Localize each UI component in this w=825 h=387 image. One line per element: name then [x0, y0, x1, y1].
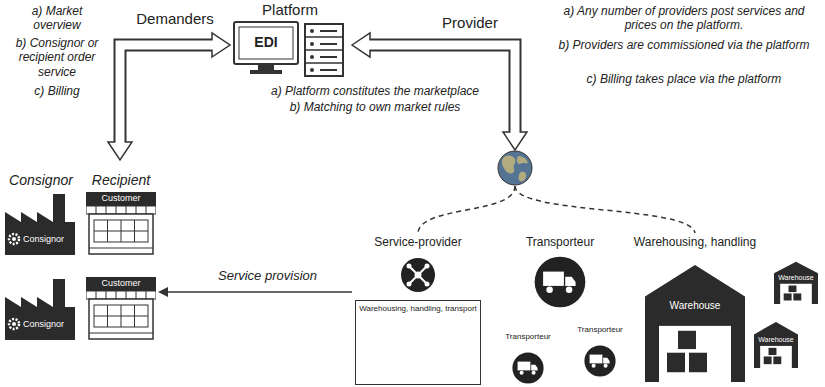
factory-icon	[5, 279, 75, 340]
service-provider-group: Service-providerWarehousing, handling, t…	[352, 236, 484, 386]
warehouse-icon	[774, 262, 818, 304]
node-text: Transporteur	[570, 325, 630, 334]
node-heading: Recipient	[84, 172, 158, 188]
note-text: c) Billing takes place via the platform	[548, 72, 820, 86]
recipient-shop: RecipientCustomer	[84, 172, 158, 257]
node-text: Customer	[86, 278, 156, 288]
arrow-head	[158, 287, 168, 297]
note-text: c) Billing	[8, 84, 106, 98]
globe-icon	[498, 151, 532, 185]
warehouse-icon: Warehouse	[752, 318, 800, 370]
factory-icon	[5, 194, 75, 255]
node-text: Consignor	[23, 319, 75, 329]
node-text: Warehouse	[362, 336, 410, 344]
dashed-branch	[418, 186, 515, 233]
consignor-factory: ConsignorConsignor	[5, 172, 77, 257]
transporteur-truck: Transporteur	[570, 325, 630, 379]
arrow-line	[168, 291, 352, 293]
node-text: Transporteur	[498, 332, 558, 341]
server-icon	[305, 24, 343, 76]
note-text: a) Market overview	[8, 4, 106, 33]
warehouse-icon	[754, 322, 798, 368]
node-text: Warehouse	[645, 300, 745, 312]
arrow-head	[108, 142, 132, 160]
dashed-branch	[515, 186, 695, 233]
shop-icon	[86, 192, 156, 254]
flow-arrow	[158, 287, 352, 297]
consignor-factory: Consignor	[5, 275, 77, 343]
shop-icon	[86, 277, 156, 339]
truck-icon	[584, 345, 615, 376]
note-text: b) Matching to own market rules	[255, 100, 495, 114]
node-text: Transporteur	[520, 236, 600, 250]
node-text: Warehouse	[772, 274, 820, 282]
recipient-shop: Customer	[84, 275, 158, 343]
node-text: Consignor	[23, 234, 75, 244]
node-text: Customer	[86, 193, 156, 203]
warehouse-icon	[645, 265, 745, 382]
node-heading: Consignor	[5, 172, 77, 188]
truck-icon	[535, 257, 586, 308]
service-box: Warehousing, handling, transportWarehous…	[355, 300, 481, 385]
warehouse-icon: Warehouse	[362, 316, 410, 380]
truck-icon	[512, 352, 543, 383]
node-text: EDI	[239, 34, 293, 50]
note-text: b) Consignor or recipient order service	[8, 36, 106, 79]
note-text: a) Platform constitutes the marketplace	[255, 84, 495, 98]
network-icon	[401, 258, 435, 292]
arrow-outline	[120, 45, 212, 142]
node-text: Service-provider	[352, 236, 484, 250]
node-text: Warehouse	[752, 336, 800, 344]
transporteur-truck: Transporteur	[498, 332, 558, 386]
edge-label: Demanders	[125, 10, 225, 28]
computer-icon	[234, 22, 298, 74]
arrow-inner	[120, 45, 214, 144]
platform-icon: PlatformEDI	[230, 0, 350, 80]
transporteur-truck: Transporteur	[520, 236, 600, 308]
node-heading: Warehousing, handling	[630, 236, 760, 250]
flow-label: Provider	[430, 14, 510, 32]
note-text: b) Providers are commissioned via the pl…	[548, 38, 820, 52]
warehouse-group: Warehousing, handlingWarehouse	[630, 236, 760, 386]
node-heading: Platform	[230, 1, 350, 18]
arrow-head	[212, 33, 230, 57]
hollow-arrow	[108, 33, 230, 160]
warehouse-icon: Warehouse	[772, 258, 820, 306]
note-text: a) Any number of providers post services…	[548, 4, 820, 33]
edge-label: Service provision	[210, 268, 325, 284]
node-text: Warehousing, handling, transport	[358, 304, 478, 313]
